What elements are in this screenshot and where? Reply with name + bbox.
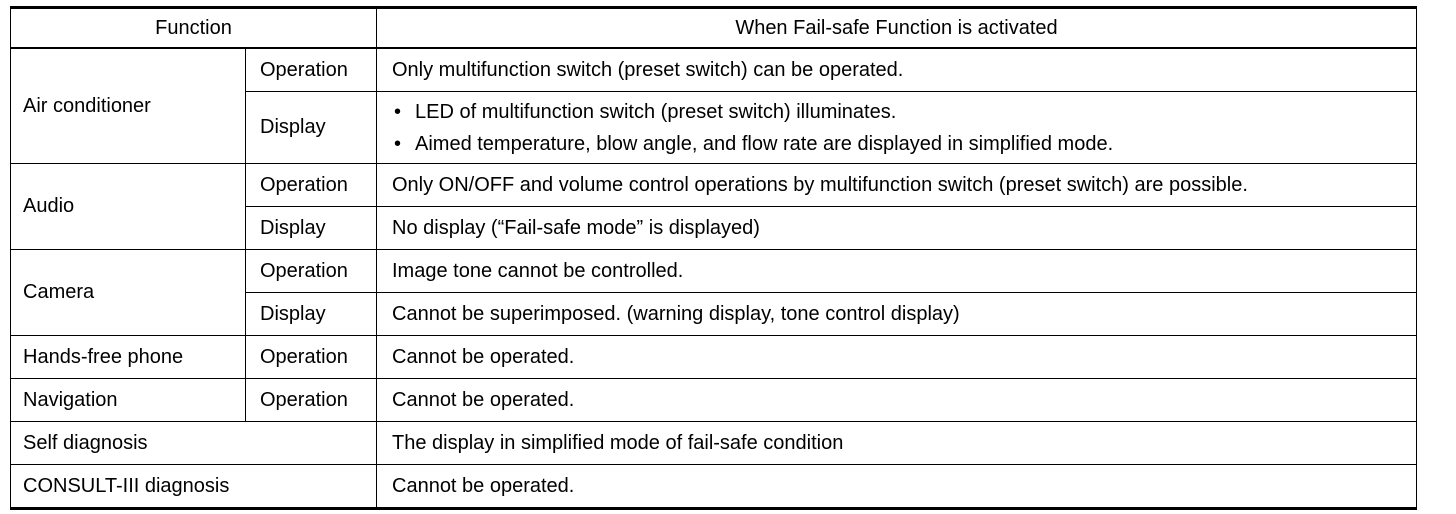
- consult-iii-diagnosis-text: Cannot be operated.: [376, 464, 1417, 510]
- function-hands-free-phone: Hands-free phone: [10, 335, 246, 379]
- table-row-air-conditioner-operation: Air conditioner Operation Only multifunc…: [10, 47, 1417, 164]
- hands-free-phone-operation-text: Cannot be operated.: [376, 335, 1417, 379]
- table-row-audio-operation: Audio Operation Only ON/OFF and volume c…: [10, 163, 1417, 250]
- air-conditioner-display-list: LED of multifunction switch (preset swit…: [392, 96, 1402, 160]
- function-self-diagnosis: Self diagnosis: [10, 421, 377, 465]
- sub-label-operation: Operation: [245, 335, 377, 379]
- function-navigation: Navigation: [10, 378, 246, 422]
- self-diagnosis-text: The display in simplified mode of fail-s…: [376, 421, 1417, 465]
- table-row-consult-diagnosis: CONSULT-III diagnosis Cannot be operated…: [10, 464, 1417, 510]
- table-row-hands-free-phone: Hands-free phone Operation Cannot be ope…: [10, 335, 1417, 379]
- header-function: Function: [10, 6, 377, 49]
- navigation-operation-text: Cannot be operated.: [376, 378, 1417, 422]
- audio-operation-text: Only ON/OFF and volume control operation…: [376, 163, 1417, 207]
- table-row-camera-operation: Camera Operation Image tone cannot be co…: [10, 249, 1417, 336]
- audio-display-text: No display (“Fail-safe mode” is displaye…: [376, 206, 1417, 250]
- camera-operation-text: Image tone cannot be controlled.: [376, 249, 1417, 293]
- sub-label-display: Display: [245, 206, 377, 250]
- camera-display-text: Cannot be superimposed. (warning display…: [376, 292, 1417, 336]
- air-conditioner-display-cell: LED of multifunction switch (preset swit…: [376, 91, 1417, 164]
- table-row-navigation: Navigation Operation Cannot be operated.: [10, 378, 1417, 422]
- table-row-self-diagnosis: Self diagnosis The display in simplified…: [10, 421, 1417, 465]
- table-row-air-conditioner-display: Display LED of multifunction switch (pre…: [11, 91, 1417, 164]
- table-row-camera-display: Display Cannot be superimposed. (warning…: [11, 292, 1417, 336]
- sub-label-display: Display: [245, 91, 377, 164]
- air-conditioner-operation-text: Only multifunction switch (preset switch…: [376, 47, 1417, 92]
- table-header-row: Function When Fail-safe Function is acti…: [10, 6, 1417, 49]
- sub-label-display: Display: [245, 292, 377, 336]
- function-air-conditioner: Air conditioner: [10, 47, 246, 164]
- table-row-audio-display: Display No display (“Fail-safe mode” is …: [11, 206, 1417, 250]
- fail-safe-function-table: Function When Fail-safe Function is acti…: [10, 6, 1417, 510]
- function-consult-iii-diagnosis: CONSULT-III diagnosis: [10, 464, 377, 510]
- list-item: LED of multifunction switch (preset swit…: [392, 96, 1402, 128]
- header-when-activated: When Fail-safe Function is activated: [376, 6, 1417, 49]
- function-camera: Camera: [10, 249, 246, 336]
- list-item: Aimed temperature, blow angle, and flow …: [392, 128, 1402, 160]
- sub-label-operation: Operation: [245, 378, 377, 422]
- sub-label-operation: Operation: [245, 47, 377, 92]
- sub-label-operation: Operation: [245, 249, 377, 293]
- function-audio: Audio: [10, 163, 246, 250]
- sub-label-operation: Operation: [245, 163, 377, 207]
